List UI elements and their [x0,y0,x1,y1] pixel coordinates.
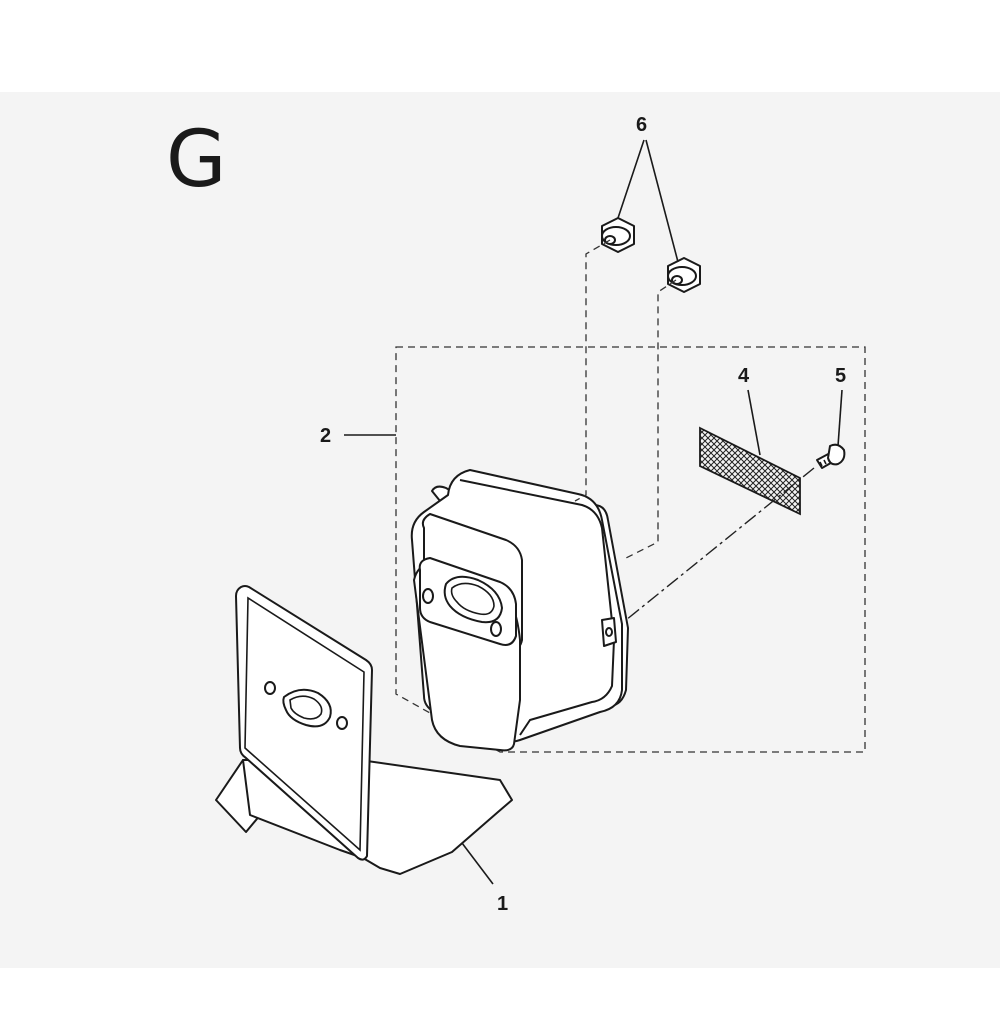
assembly-line-6b [621,279,677,561]
callout-6: 6 [636,114,647,136]
assembly-centerline [625,467,815,621]
callout-4: 4 [738,365,750,387]
leader-1 [461,842,494,885]
nut-part-6a [601,217,635,253]
assembly-line-6a [574,239,611,502]
screw-part-5 [816,443,846,469]
leader-5 [837,389,843,447]
assembly-boundary [395,346,866,753]
callout-2: 2 [320,425,331,447]
callout-1: 1 [497,893,508,915]
spark-arrestor-screen-part-4 [699,426,801,516]
section-letter: G [166,115,226,205]
leader-6a [617,139,645,219]
leader-6b [645,139,679,263]
muffler-body-part-2 [410,469,629,752]
nut-part-6b [667,257,701,293]
leader-4 [747,389,761,456]
callout-5: 5 [835,365,846,387]
gasket-plate-part-1 [215,585,513,875]
